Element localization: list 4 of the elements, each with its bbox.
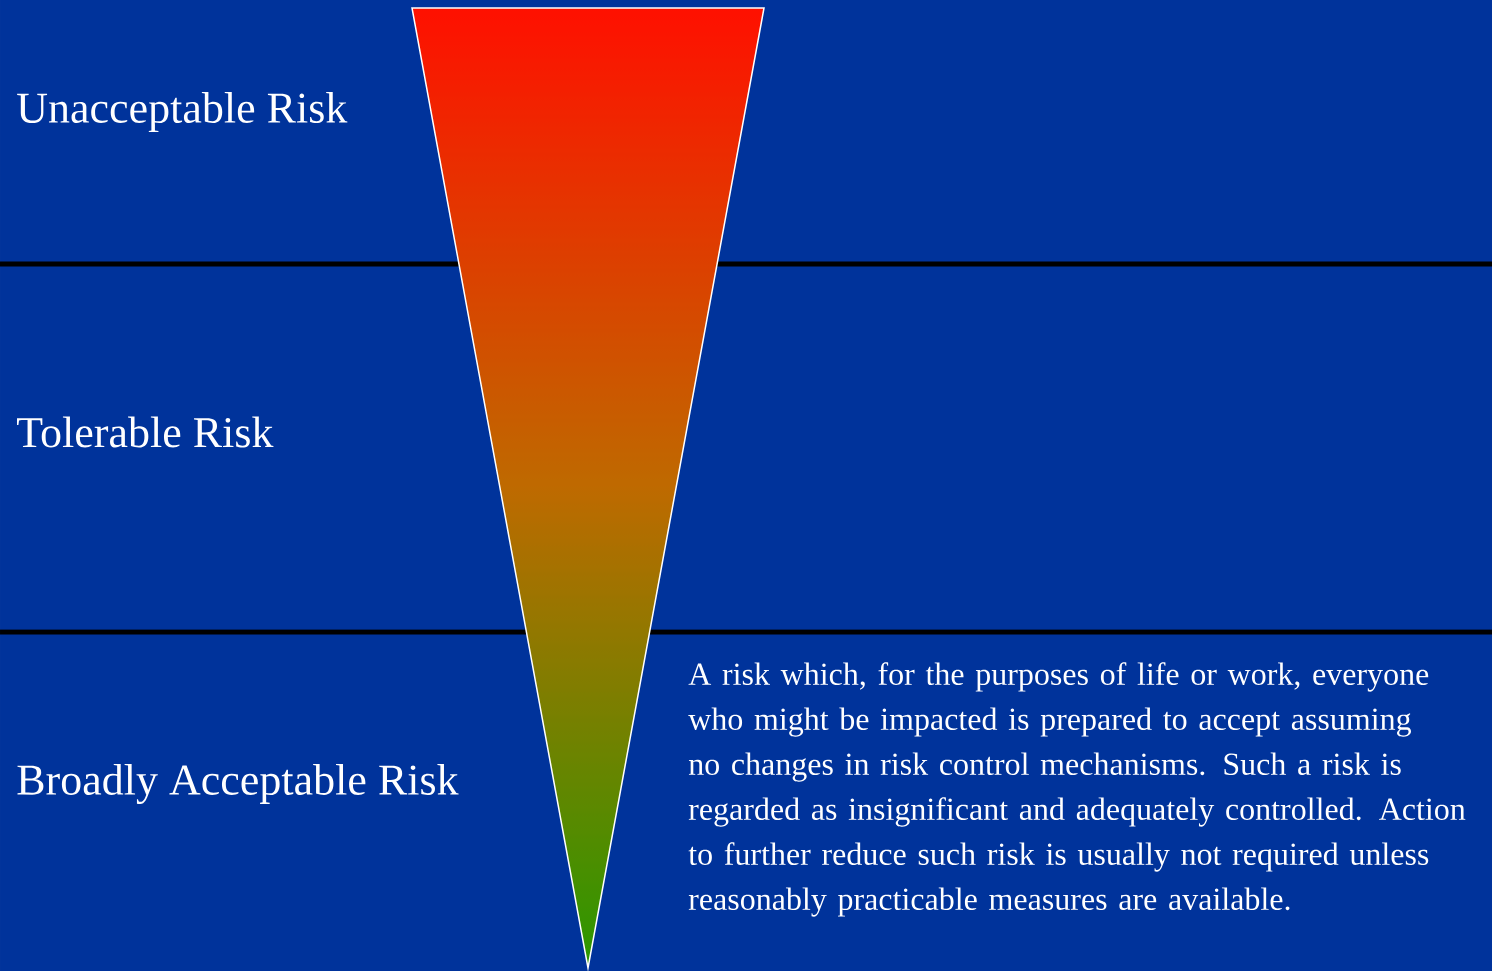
zone-label: Tolerable Risk (17, 416, 274, 448)
zone-label: Unacceptable Risk (17, 92, 348, 132)
description-text: A risk which, for the purposes of life or work, everyone who might be impacted is prepared to accept assuming no changes in risk control mechanisms. Such a risk is regarded as insignificant and adequately controlled. Action to further reduce such risk is usually not required unless reasonably practicable measures are available. (688, 662, 1466, 917)
zone-label: Broadly Acceptable Risk (17, 764, 459, 804)
